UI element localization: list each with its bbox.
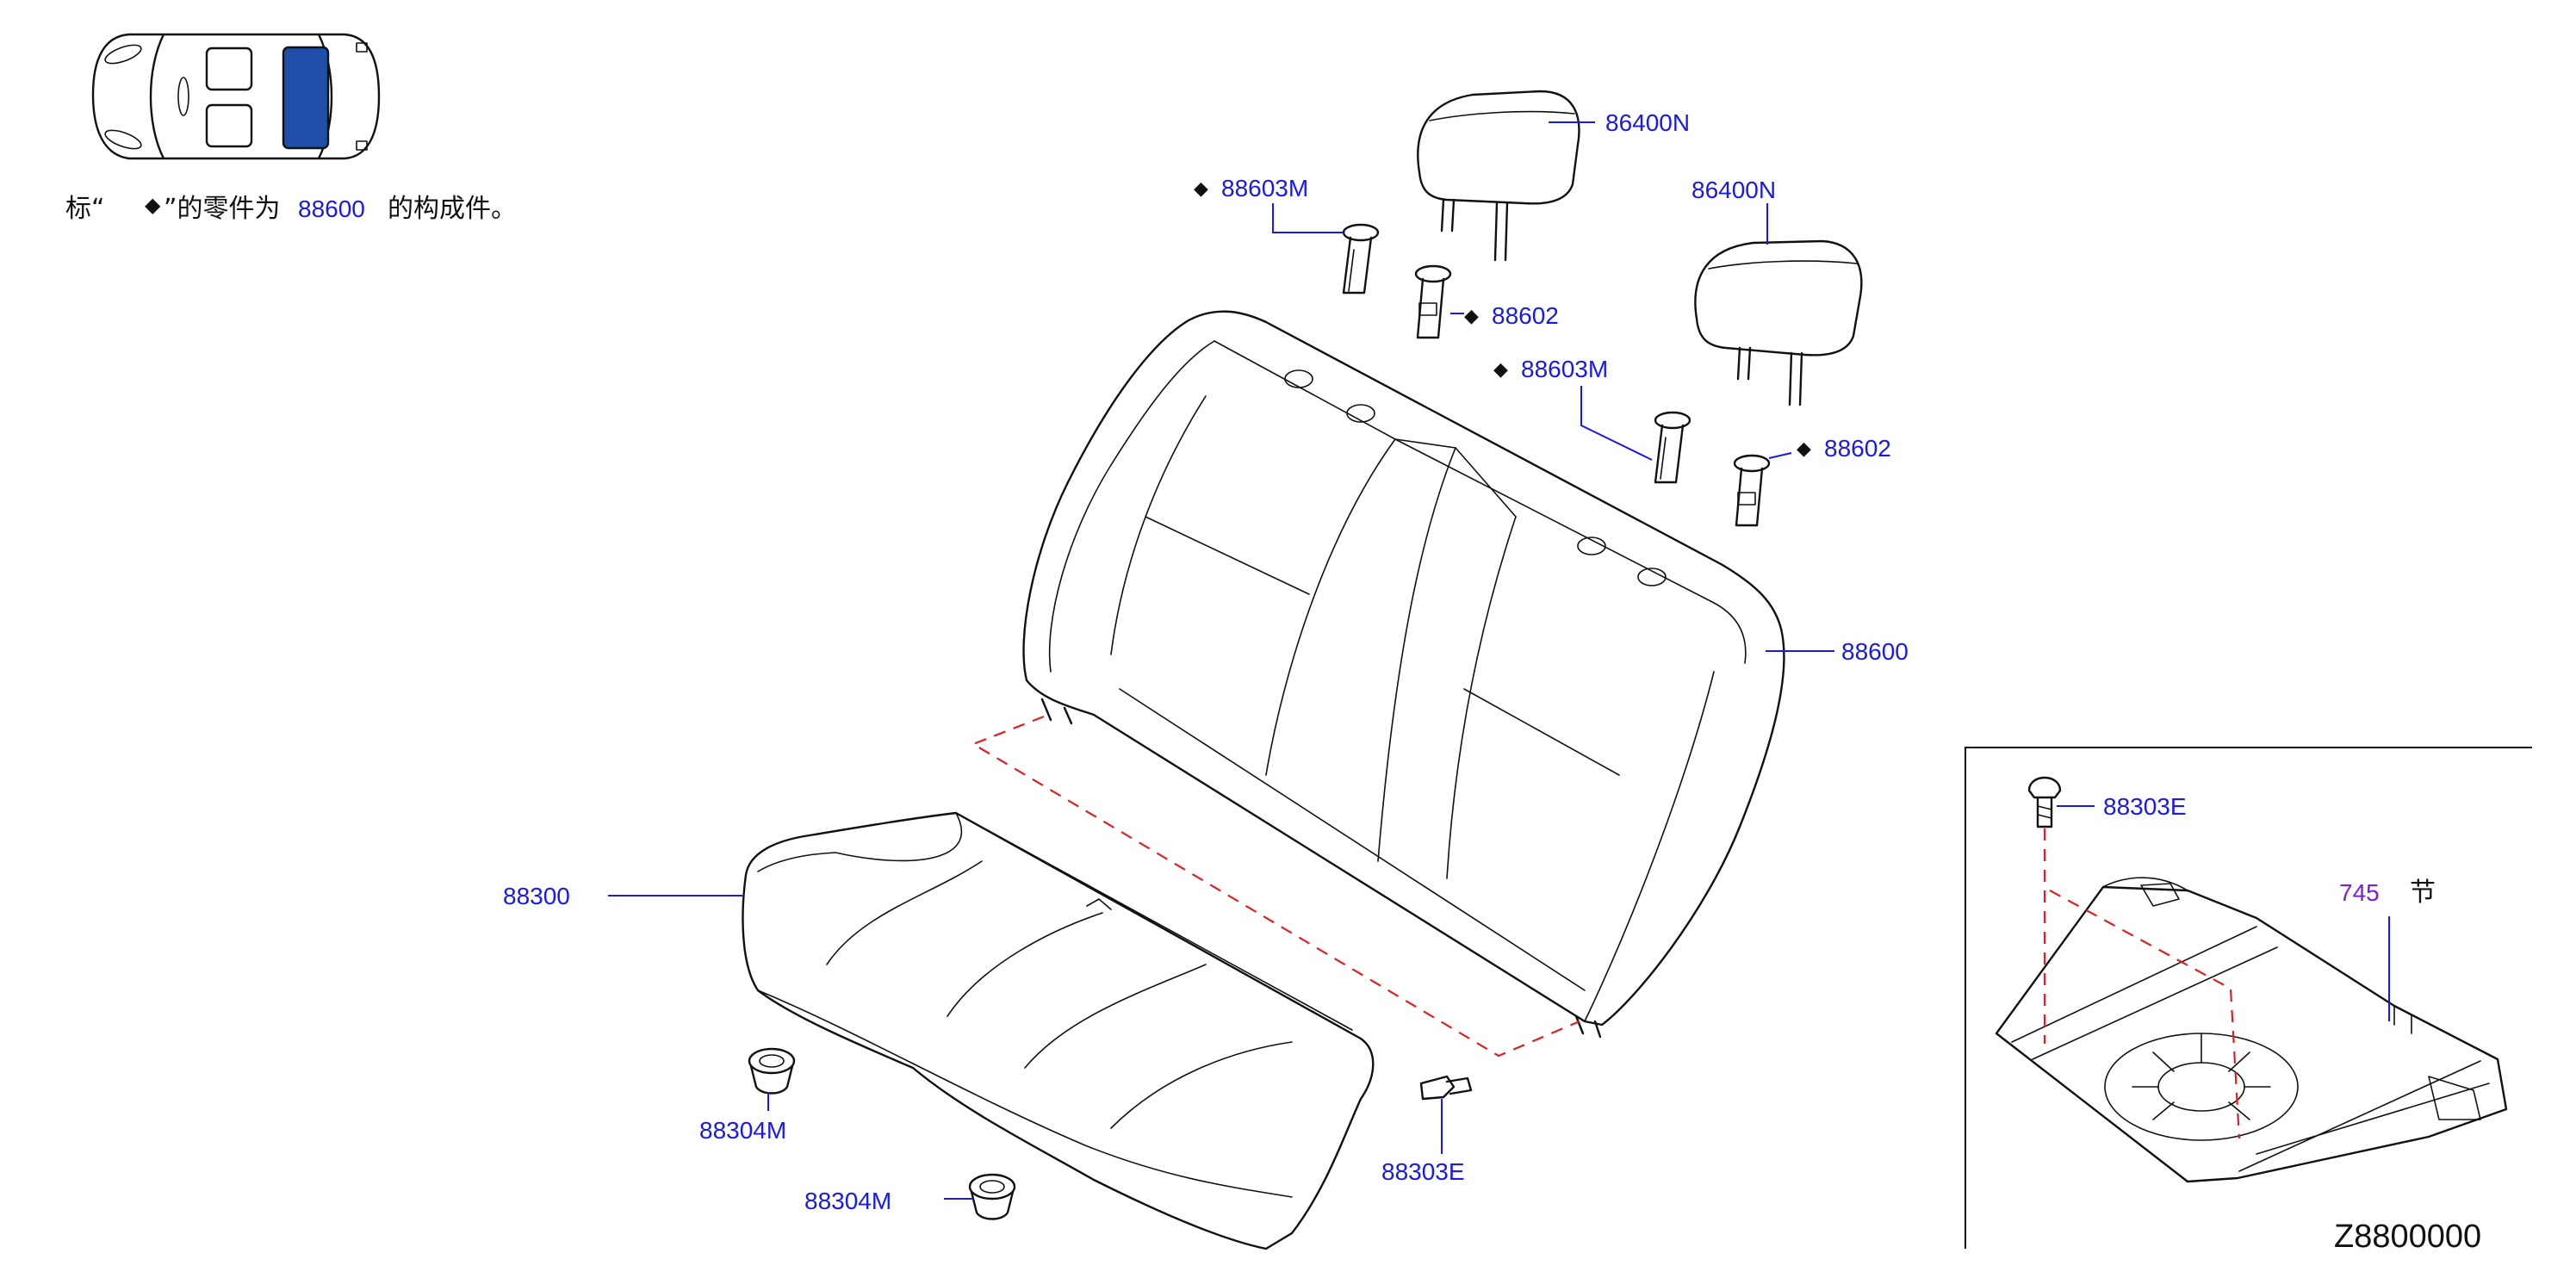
callout-bolt-main[interactable]: 88303E <box>1381 1158 1465 1185</box>
legend-mid: ”的零件为 <box>164 194 281 224</box>
legend-note: 标“ ◆ ”的零件为 88600 的构成件。 <box>65 194 517 224</box>
cushion-drawing <box>742 811 1375 1250</box>
latch-left-drawing <box>1414 264 1452 339</box>
marker-latch-right: ◆ <box>1797 437 1811 459</box>
seatback-drawing <box>1022 310 1785 1039</box>
marker-latch-left: ◆ <box>1464 305 1479 326</box>
callout-headrest-left[interactable]: 86400N <box>1605 109 1690 136</box>
inset-bolt-drawing <box>2027 776 2062 828</box>
callout-seatback[interactable]: 88600 <box>1841 638 1909 665</box>
callout-section-word: 节 <box>2410 878 2436 908</box>
callout-clip-right[interactable]: 88304M <box>804 1188 891 1214</box>
callout-labels: 86400N 86400N ◆ 88603M ◆ 88602 ◆ 88603M … <box>503 109 1909 1214</box>
marker-guide-right: ◆ <box>1493 358 1508 380</box>
marker-guide-left: ◆ <box>1194 177 1208 199</box>
callout-headrest-right[interactable]: 86400N <box>1691 177 1776 203</box>
legend-ref-88600[interactable]: 88600 <box>298 195 365 222</box>
clip-right-drawing <box>968 1173 1016 1220</box>
callout-guide-left[interactable]: 88603M <box>1221 175 1308 202</box>
car-locator-icon <box>91 33 381 160</box>
guide-left-drawing <box>1342 223 1380 295</box>
inset-panel: 88303E 745 节 <box>1965 747 2532 1249</box>
legend-prefix: 标“ <box>65 194 105 224</box>
callout-section-ref[interactable]: 745 <box>2339 879 2380 906</box>
leader-lines <box>608 121 1834 1200</box>
headrest-left-drawing <box>1417 90 1580 262</box>
rear-floor-panel-drawing <box>1995 877 2508 1183</box>
latch-right-drawing <box>1733 454 1771 527</box>
clip-left-drawing <box>748 1047 796 1095</box>
diagram-code: Z8800000 <box>2334 1219 2481 1255</box>
highlight-rear-seat <box>282 46 330 150</box>
callout-cushion[interactable]: 88300 <box>503 883 570 909</box>
callout-clip-left[interactable]: 88304M <box>699 1117 786 1144</box>
legend-marker: ◆ <box>145 194 161 217</box>
callout-guide-right[interactable]: 88603M <box>1521 356 1608 382</box>
callout-latch-right[interactable]: 88602 <box>1824 435 1891 462</box>
callout-latch-left[interactable]: 88602 <box>1492 302 1559 329</box>
assembly-lines <box>971 715 1580 1058</box>
headrest-right-drawing <box>1694 239 1863 406</box>
legend-suffix: 的构成件。 <box>388 194 517 224</box>
guide-right-drawing <box>1654 411 1691 484</box>
callout-bolt-inset[interactable]: 88303E <box>2103 793 2187 820</box>
bolt-main-drawing <box>1419 1075 1473 1101</box>
